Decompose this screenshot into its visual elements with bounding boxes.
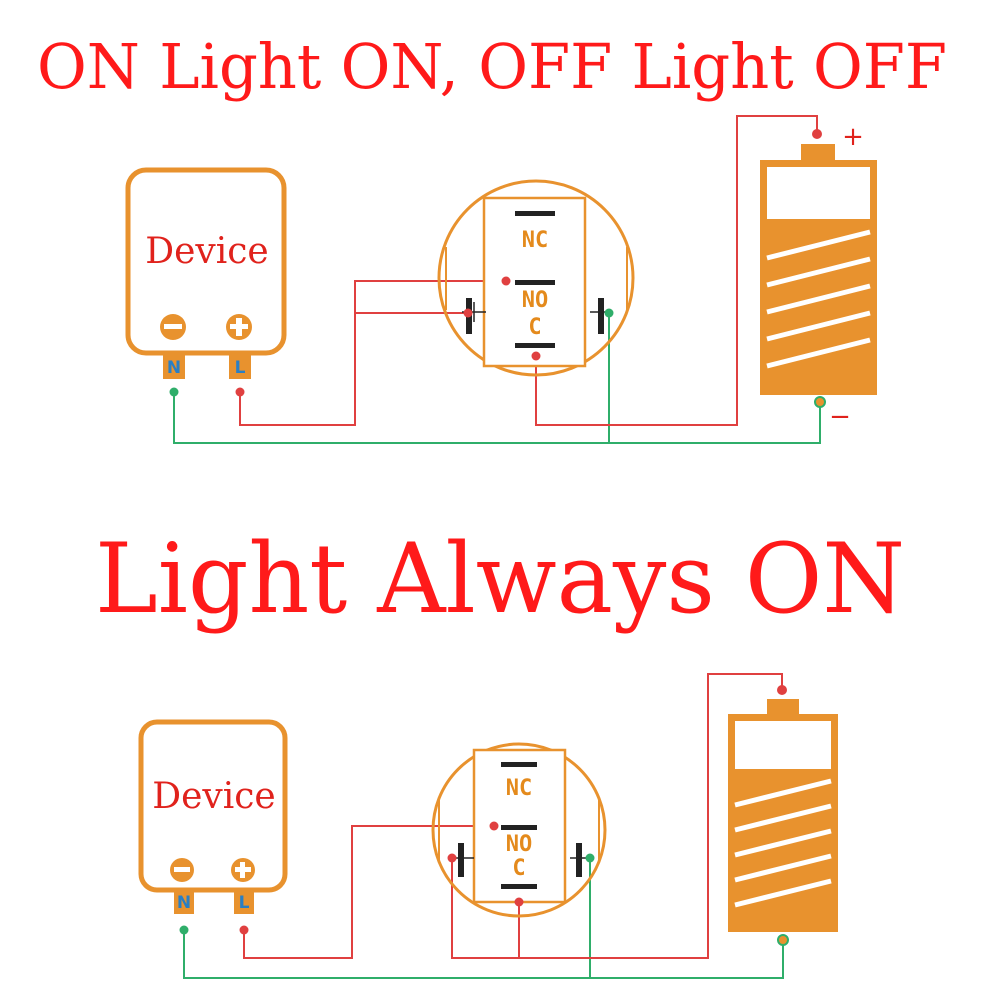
- pin-n-label: N: [177, 893, 191, 913]
- device-box: [125, 167, 287, 356]
- diagram-bottom: Device N L NC NO C: [138, 673, 838, 979]
- terminal-c-label: C: [528, 315, 541, 340]
- pin-l-label: L: [235, 358, 246, 378]
- device-bottom: Device N L: [138, 719, 288, 935]
- terminal-nc-label: NC: [506, 776, 533, 801]
- pin-n-label: N: [167, 358, 181, 378]
- battery-plus-sign: +: [842, 122, 864, 152]
- device-box: [138, 719, 288, 893]
- switch-top: NC NO C: [437, 179, 635, 377]
- wires-bottom: [183, 673, 784, 979]
- device-label: Device: [145, 231, 269, 272]
- terminal-nc-label: NC: [522, 228, 549, 253]
- wire-lamp-plus-to-battery-plus: [451, 673, 783, 959]
- wire-c-to-battery-plus: [535, 115, 818, 426]
- wires-top: [173, 115, 821, 444]
- pin-l-label: L: [239, 893, 250, 913]
- switch-housing: [437, 179, 635, 377]
- title-always-on: Light Always ON: [95, 523, 905, 635]
- diagram-top: Device N L NC: [125, 115, 877, 444]
- terminal-no-label: NO: [506, 832, 533, 857]
- switch-bottom: NC NO C: [431, 742, 607, 918]
- battery-minus-sign: −: [829, 402, 851, 432]
- wire-neutral-to-battery-minus: [183, 930, 784, 979]
- pin-l-box: [229, 353, 251, 379]
- wire-neutral-to-battery-minus: [173, 393, 821, 444]
- lamp-minus-terminal: [576, 843, 582, 877]
- device-top: Device N L: [125, 167, 287, 397]
- wire-l-to-no: [239, 280, 506, 426]
- title-momentary: ON Light ON, OFF Light OFF: [37, 30, 947, 103]
- battery-cap: [767, 699, 799, 714]
- battery-bottom: [728, 685, 838, 946]
- lamp-minus-terminal: [598, 298, 604, 334]
- terminal-c-label: C: [512, 856, 525, 881]
- switch-housing: [431, 742, 607, 918]
- terminal-no-label: NO: [522, 288, 549, 313]
- pin-n-box: [163, 353, 185, 379]
- wire-l-to-no: [243, 825, 494, 959]
- device-label: Device: [152, 776, 276, 817]
- battery-top: + −: [760, 122, 877, 432]
- battery-cap: [801, 144, 835, 160]
- pin-n-box: [174, 890, 194, 914]
- pin-l-box: [234, 890, 254, 914]
